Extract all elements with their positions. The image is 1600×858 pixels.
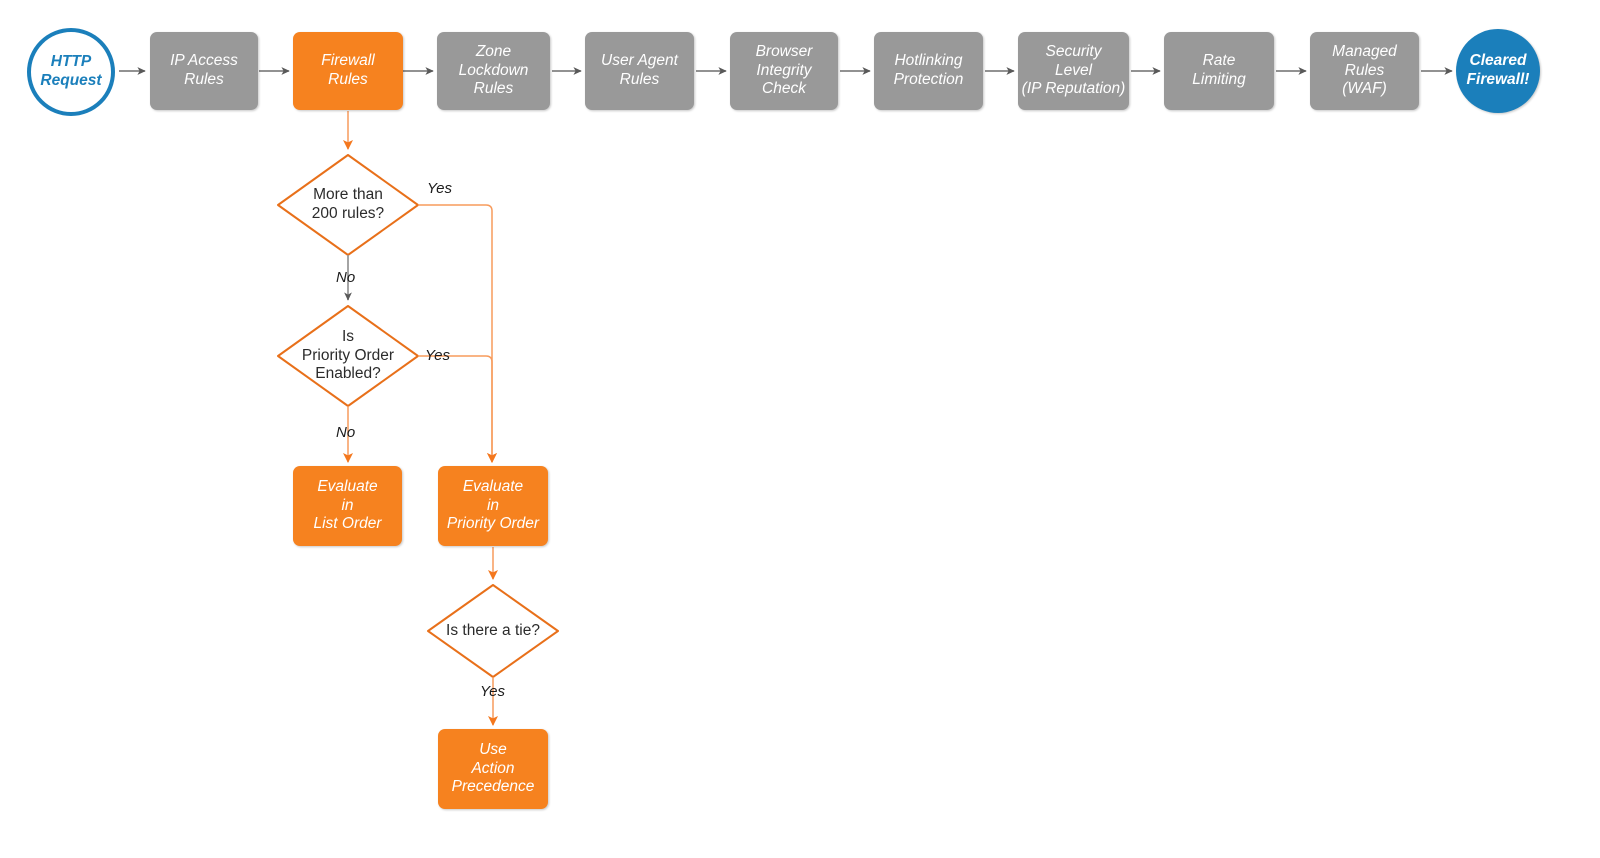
- diamond-is-there-a-tie: [427, 584, 559, 678]
- node-firewall-rules-label: Firewall Rules: [321, 52, 375, 88]
- node-rate-limiting[interactable]: Rate Limiting: [1164, 32, 1274, 110]
- edge-label-yes-tie: Yes: [480, 683, 505, 700]
- edge-label-no-priority-order-text: No: [336, 424, 356, 441]
- node-rate-limiting-label: Rate Limiting: [1192, 52, 1246, 88]
- node-evaluate-in-priority-order[interactable]: Evaluate in Priority Order: [438, 466, 548, 546]
- branch-connectors: [343, 111, 498, 726]
- node-use-action-precedence-label: Use Action Precedence: [451, 740, 535, 796]
- node-browser-integrity-check[interactable]: Browser Integrity Check: [730, 32, 838, 110]
- node-zone-lockdown-rules-label: Zone Lockdown Rules: [458, 42, 529, 98]
- decision-outlines: [277, 154, 559, 678]
- node-http-request-label: HTTP Request: [40, 53, 102, 89]
- node-use-action-precedence[interactable]: Use Action Precedence: [438, 729, 548, 809]
- node-ip-access-rules-label: IP Access Rules: [170, 52, 238, 88]
- edge-label-yes-more-than-200: Yes: [427, 180, 452, 197]
- edge-label-yes-priority-order: Yes: [425, 347, 450, 364]
- edge-label-no-more-than-200-text: No: [336, 269, 356, 286]
- node-evaluate-in-priority-order-label: Evaluate in Priority Order: [446, 477, 540, 533]
- edge-yes-200-to-evaluate-priority: [418, 204, 497, 463]
- node-hotlinking-protection[interactable]: Hotlinking Protection: [874, 32, 983, 110]
- node-http-request[interactable]: HTTP Request: [27, 28, 115, 116]
- edge-label-no-more-than-200: No: [336, 269, 355, 286]
- node-cleared-firewall[interactable]: Cleared Firewall!: [1456, 29, 1540, 113]
- diamond-more-than-200: [277, 154, 419, 256]
- node-security-level-label: Security Level (IP Reputation): [1021, 42, 1126, 98]
- diamond-priority-order: [277, 305, 419, 407]
- edge-label-yes-tie-text: Yes: [480, 683, 506, 700]
- node-firewall-rules[interactable]: Firewall Rules: [293, 32, 403, 110]
- node-ip-access-rules[interactable]: IP Access Rules: [150, 32, 258, 110]
- node-security-level[interactable]: Security Level (IP Reputation): [1018, 32, 1129, 110]
- node-evaluate-in-list-order[interactable]: Evaluate in List Order: [293, 466, 402, 546]
- node-cleared-firewall-label: Cleared Firewall!: [1466, 52, 1530, 88]
- edge-label-yes-more-than-200-text: Yes: [427, 180, 453, 197]
- node-managed-rules-waf[interactable]: Managed Rules (WAF): [1310, 32, 1419, 110]
- edge-yes-priority-to-evaluate-priority: [418, 355, 497, 463]
- node-hotlinking-protection-label: Hotlinking Protection: [893, 52, 964, 88]
- node-user-agent-rules-label: User Agent Rules: [601, 52, 678, 88]
- edge-label-yes-priority-order-text: Yes: [425, 347, 451, 364]
- edge-label-no-priority-order: No: [336, 424, 355, 441]
- node-managed-rules-waf-label: Managed Rules (WAF): [1332, 42, 1397, 98]
- node-browser-integrity-check-label: Browser Integrity Check: [755, 42, 813, 98]
- node-user-agent-rules[interactable]: User Agent Rules: [585, 32, 694, 110]
- node-evaluate-in-list-order-label: Evaluate in List Order: [313, 477, 382, 533]
- node-zone-lockdown-rules[interactable]: Zone Lockdown Rules: [437, 32, 550, 110]
